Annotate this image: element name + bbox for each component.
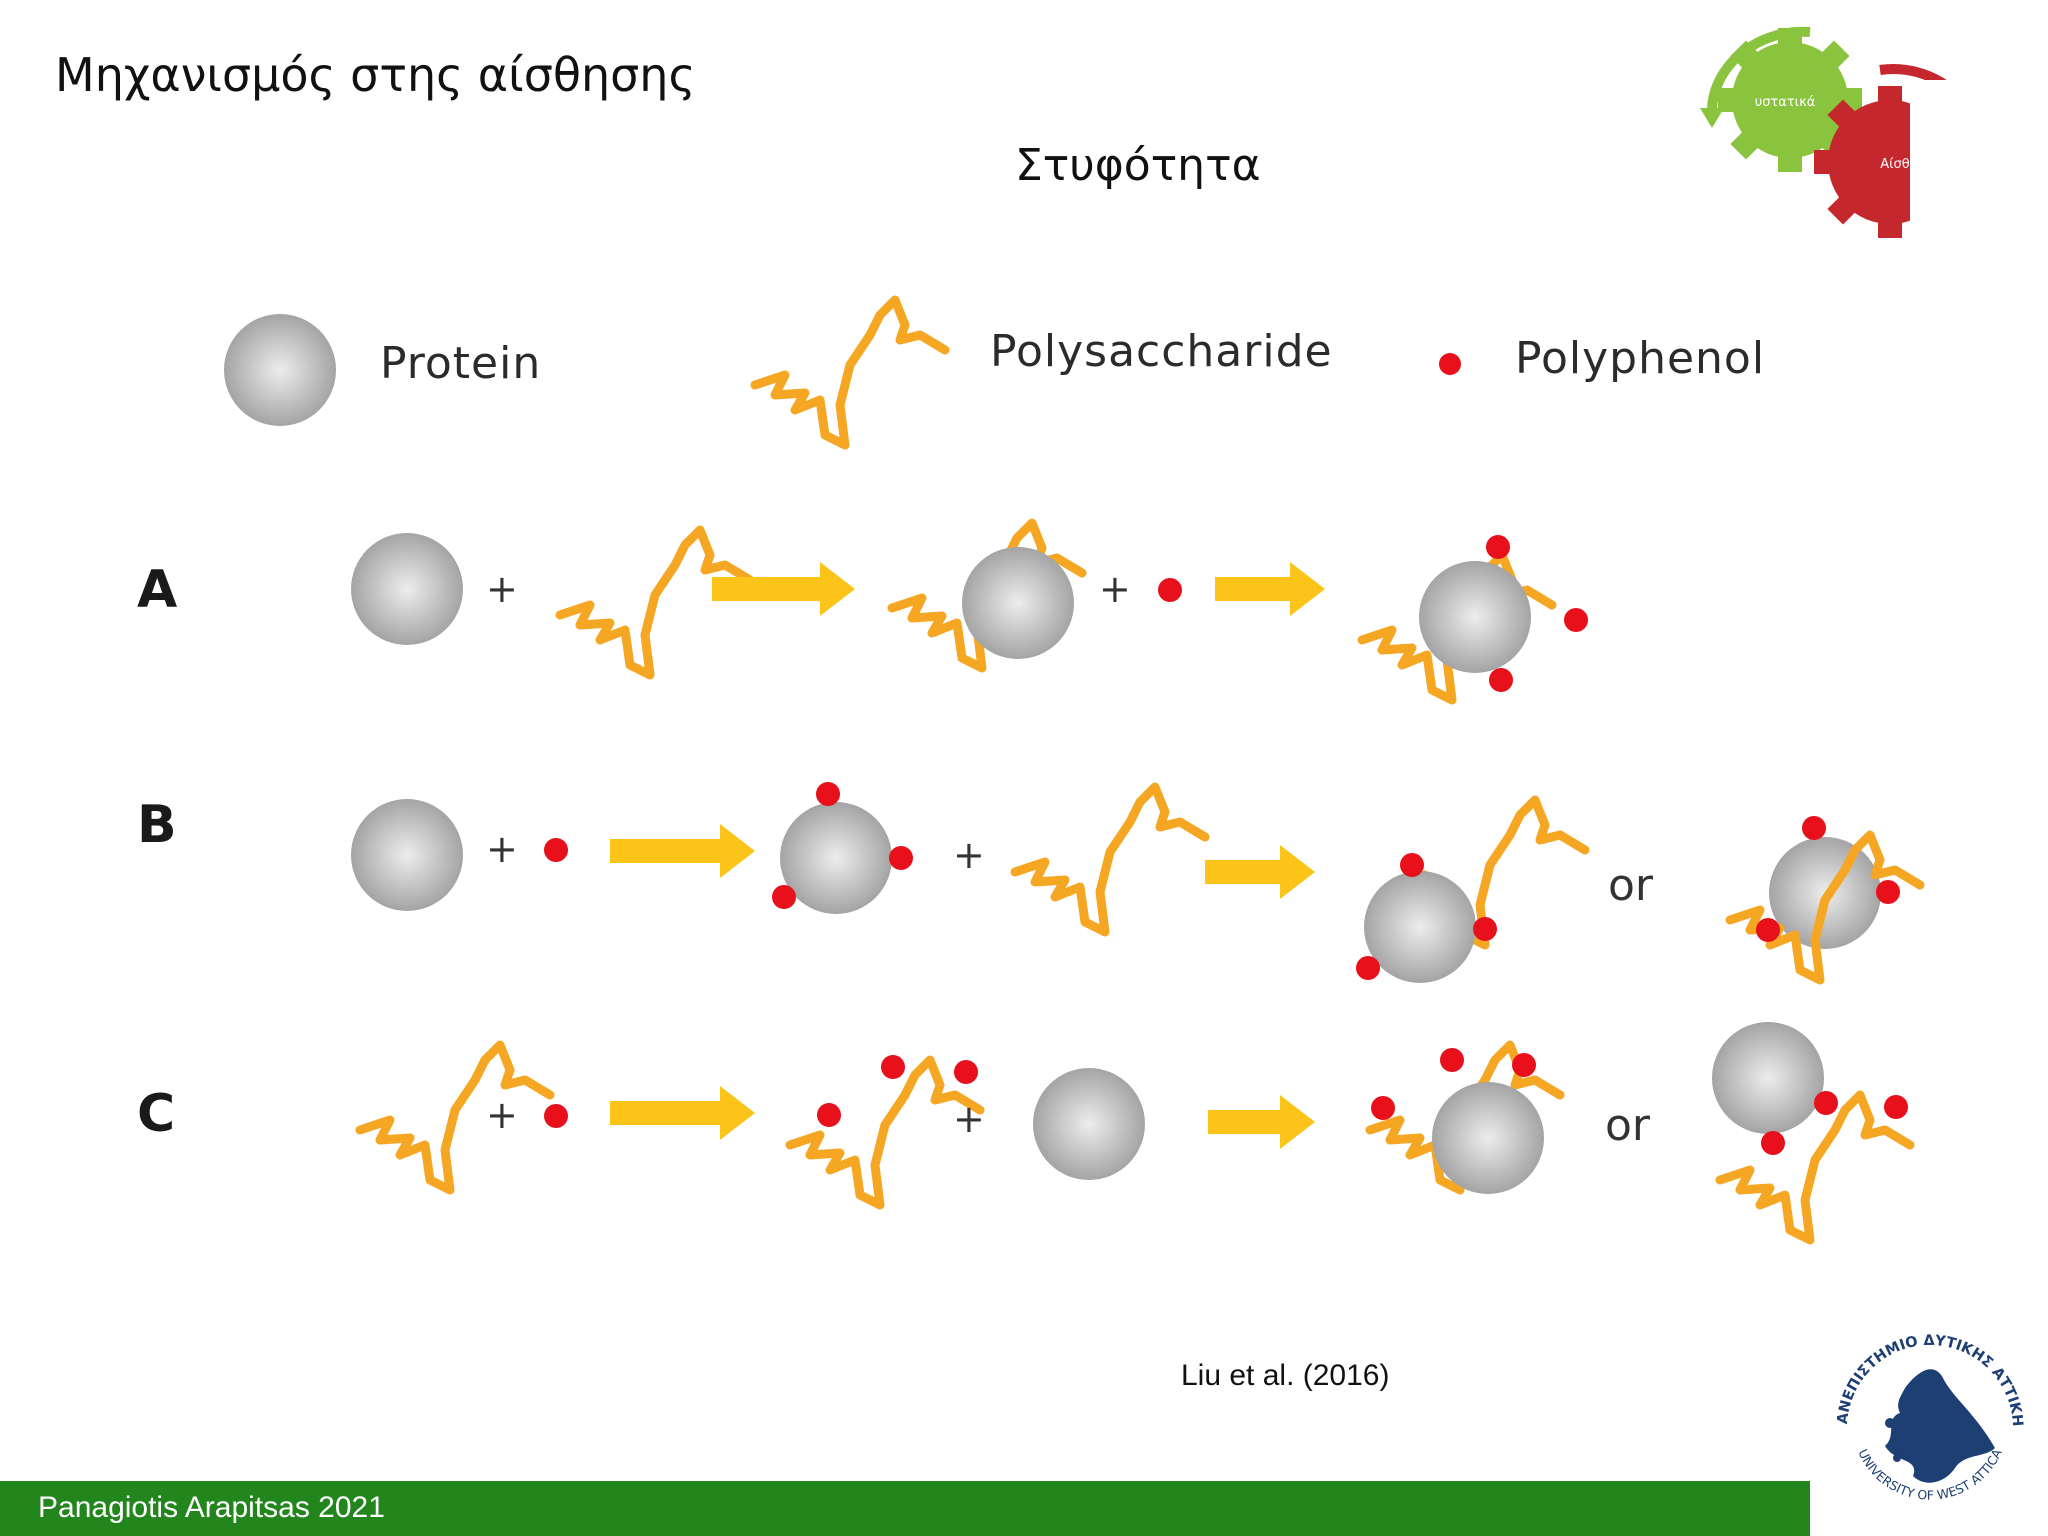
- slide-subtitle: Στυφότητα: [1015, 140, 1261, 191]
- polyphenol-icon: [1761, 1131, 1785, 1155]
- polysaccharide-icon: [360, 1045, 550, 1190]
- polyphenol-icon: [1158, 578, 1182, 602]
- green-arrowhead-icon: [1700, 108, 1724, 128]
- or-label: or: [1605, 1100, 1651, 1151]
- arrow-icon: [1205, 845, 1315, 899]
- protein-icon: [1419, 561, 1531, 673]
- protein-icon: [1364, 871, 1476, 983]
- polysaccharide-icon: [560, 530, 750, 675]
- polyphenol-icon: [1489, 668, 1513, 692]
- legend-polysaccharide-icon: [755, 300, 945, 445]
- attica-map-icon: [1885, 1369, 1995, 1483]
- legend-protein-label: Protein: [380, 338, 542, 389]
- polyphenol-icon: [1884, 1095, 1908, 1119]
- polyphenol-icon: [889, 846, 913, 870]
- plus-sign: +: [953, 833, 985, 877]
- polyphenol-icon: [1564, 608, 1588, 632]
- logo-dot: [1885, 1418, 1895, 1428]
- protein-icon: [962, 547, 1074, 659]
- plus-sign: +: [486, 827, 518, 871]
- polyphenol-icon: [881, 1055, 905, 1079]
- polyphenol-icon: [954, 1060, 978, 1084]
- arrow-icon: [712, 562, 855, 616]
- row-label-b: B: [137, 795, 177, 855]
- or-label: or: [1608, 860, 1654, 911]
- plus-sign: +: [486, 567, 518, 611]
- polyphenol-icon: [817, 1103, 841, 1127]
- plus-sign: +: [953, 1097, 985, 1141]
- polyphenol-icon: [1473, 917, 1497, 941]
- citation: Liu et al. (2016): [1181, 1359, 1390, 1392]
- protein-icon: [780, 802, 892, 914]
- arrow-icon: [610, 1086, 755, 1140]
- protein-icon: [351, 799, 463, 911]
- red-gear-label: Αίσθ: [1880, 157, 1910, 172]
- polyphenol-icon: [1356, 956, 1380, 980]
- legend-polyphenol-label: Polyphenol: [1515, 333, 1766, 384]
- legend-protein-icon: [224, 314, 336, 426]
- protein-icon: [1432, 1082, 1544, 1194]
- arrow-icon: [610, 824, 755, 878]
- polyphenol-icon: [1802, 816, 1826, 840]
- polyphenol-icon: [816, 782, 840, 806]
- polyphenol-icon: [544, 1104, 568, 1128]
- footer-author: Panagiotis Arapitsas 2021: [38, 1491, 385, 1524]
- university-logo: ΠΑΝΕΠΙΣΤΗΜΙΟ ΔΥΤΙΚΗΣ ΑΤΤΙΚΗΣ UNIVERSITY …: [1825, 1318, 2025, 1503]
- footer-bar: Panagiotis Arapitsas 2021: [0, 1481, 1810, 1536]
- plus-sign: +: [1099, 567, 1131, 611]
- polyphenol-icon: [772, 885, 796, 909]
- protein-icon: [1033, 1068, 1145, 1180]
- row-label-c: C: [137, 1084, 176, 1144]
- polyphenol-icon: [1512, 1053, 1536, 1077]
- gears-graphic: υστατικά Αίσθ: [1700, 26, 2020, 255]
- polyphenol-icon: [544, 838, 568, 862]
- polyphenol-icon: [1814, 1091, 1838, 1115]
- polyphenol-icon: [1371, 1096, 1395, 1120]
- polyphenol-icon: [1486, 535, 1510, 559]
- protein-icon: [1712, 1022, 1824, 1134]
- legend-polyphenol-icon: [1439, 353, 1461, 375]
- polyphenol-icon: [1400, 853, 1424, 877]
- polyphenol-icon: [1440, 1048, 1464, 1072]
- polyphenol-icon: [1876, 880, 1900, 904]
- logo-dot: [1893, 1454, 1901, 1462]
- polyphenol-icon: [1756, 918, 1780, 942]
- protein-icon: [351, 533, 463, 645]
- polysaccharide-icon: [790, 1060, 980, 1205]
- slide-title: Μηχανισμός στης αίσθησης: [55, 48, 696, 102]
- row-label-a: A: [137, 560, 178, 620]
- legend-polysaccharide-label: Polysaccharide: [990, 326, 1333, 377]
- plus-sign: +: [486, 1093, 518, 1137]
- green-gear-label: υστατικά: [1755, 95, 1816, 110]
- arrow-icon: [1208, 1095, 1315, 1149]
- arrow-icon: [1215, 562, 1325, 616]
- red-gear-cutoff: [1910, 80, 2020, 255]
- polysaccharide-icon: [1015, 787, 1205, 932]
